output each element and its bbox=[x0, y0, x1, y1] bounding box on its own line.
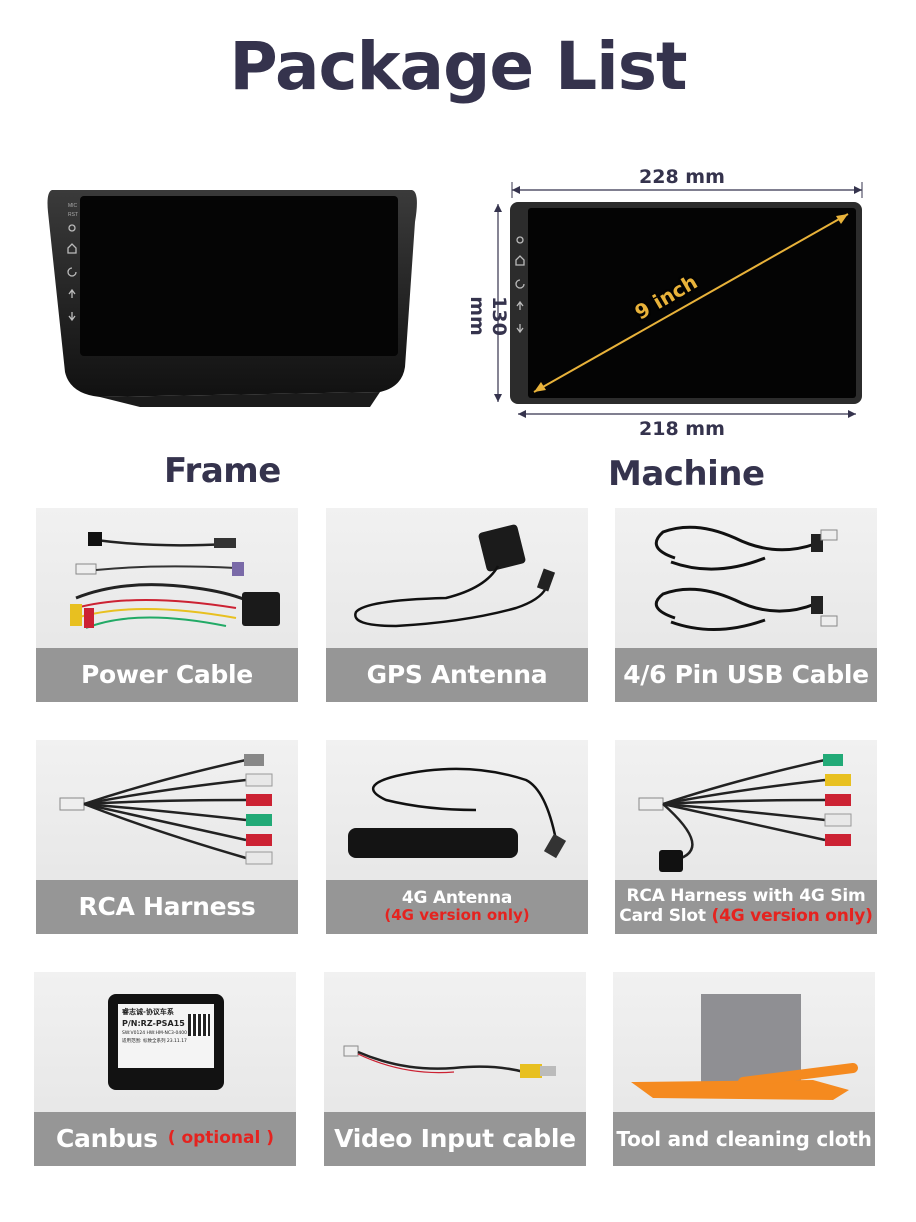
power-cable-label: Power Cable bbox=[81, 659, 253, 689]
gps-antenna-image bbox=[354, 524, 556, 628]
rca-harness-label-bar: RCA Harness bbox=[36, 880, 298, 934]
rca-harness-image bbox=[59, 754, 273, 865]
machine-illustration bbox=[494, 182, 863, 418]
canbus-label-bar: Canbus ( optional ) bbox=[34, 1112, 296, 1166]
tool-and-cloth-image bbox=[631, 994, 858, 1100]
svg-text:MIC: MIC bbox=[68, 203, 78, 209]
video-input-cable-label-bar: Video Input cable bbox=[324, 1112, 586, 1166]
4g-antenna-label: 4G Antenna bbox=[401, 888, 513, 909]
frame-illustration: MIC RST bbox=[47, 190, 417, 407]
usb-cable-image bbox=[654, 525, 838, 631]
canbus-sticker: 睿志诚-协议车系 P/N:RZ-PSA15 SW:V0124 HW:HM-NC3… bbox=[118, 1004, 214, 1068]
rca-harness-4g-label-line2: Card Slot bbox=[619, 906, 706, 926]
gps-antenna-label-bar: GPS Antenna bbox=[326, 648, 588, 702]
canbus-sticker-line3: SW:V0124 HW:HM-NC3-0400 bbox=[122, 1031, 187, 1036]
power-cable-label-bar: Power Cable bbox=[36, 648, 298, 702]
rca-harness-4g-image bbox=[638, 754, 852, 872]
dimension-width-top: 228 mm bbox=[639, 166, 725, 188]
canbus-sticker-line2: P/N:RZ-PSA15 bbox=[122, 1019, 185, 1028]
4g-antenna-note: (4G version only) bbox=[384, 906, 530, 925]
video-input-cable-image bbox=[343, 1045, 556, 1078]
item-4g-antenna: 4G Antenna (4G version only) bbox=[326, 740, 588, 934]
item-rca-harness-4g: RCA Harness with 4G Sim Card Slot (4G ve… bbox=[615, 740, 877, 934]
rca-harness-4g-note: (4G version only) bbox=[711, 906, 873, 926]
usb-cable-label: 4/6 Pin USB Cable bbox=[623, 659, 869, 689]
4g-antenna-label-bar: 4G Antenna (4G version only) bbox=[326, 880, 588, 934]
rca-harness-4g-label-bar: RCA Harness with 4G Sim Card Slot (4G ve… bbox=[615, 880, 877, 934]
canbus-module: 睿志诚-协议车系 P/N:RZ-PSA15 SW:V0124 HW:HM-NC3… bbox=[108, 994, 224, 1090]
item-tool-and-cloth: Tool and cleaning cloth bbox=[613, 972, 875, 1166]
item-gps-antenna: GPS Antenna bbox=[326, 508, 588, 702]
machine-image bbox=[470, 170, 870, 445]
4g-antenna-image bbox=[348, 767, 567, 859]
usb-cable-label-bar: 4/6 Pin USB Cable bbox=[615, 648, 877, 702]
machine-caption: Machine bbox=[608, 454, 765, 494]
canbus-note: ( optional ) bbox=[167, 1128, 275, 1149]
rca-harness-label: RCA Harness bbox=[78, 891, 256, 921]
canbus-sticker-line1: 睿志诚-协议车系 bbox=[122, 1008, 174, 1016]
page-title: Package List bbox=[229, 28, 687, 105]
canbus-sticker-line4: 适用范围: 标致全系列 23.11.17 bbox=[122, 1039, 187, 1044]
canbus-label: Canbus bbox=[55, 1123, 158, 1153]
qr-code bbox=[188, 1014, 210, 1036]
gps-antenna-label: GPS Antenna bbox=[366, 659, 548, 689]
item-video-input-cable: Video Input cable bbox=[324, 972, 586, 1166]
dimension-height: 130 mm bbox=[466, 296, 510, 336]
item-power-cable: Power Cable bbox=[36, 508, 298, 702]
frame-caption: Frame bbox=[164, 451, 281, 491]
power-cable-image bbox=[70, 532, 280, 629]
svg-text:RST: RST bbox=[68, 212, 78, 218]
video-input-cable-label: Video Input cable bbox=[334, 1123, 576, 1153]
item-usb-cable: 4/6 Pin USB Cable bbox=[615, 508, 877, 702]
tool-and-cloth-label-bar: Tool and cleaning cloth bbox=[613, 1112, 875, 1166]
frame-image: MIC RST bbox=[40, 182, 425, 417]
item-rca-harness: RCA Harness bbox=[36, 740, 298, 934]
item-canbus: 睿志诚-协议车系 P/N:RZ-PSA15 SW:V0124 HW:HM-NC3… bbox=[34, 972, 296, 1166]
dimension-width-bottom: 218 mm bbox=[639, 418, 725, 440]
tool-and-cloth-label: Tool and cleaning cloth bbox=[616, 1126, 872, 1151]
rca-harness-4g-label-line1: RCA Harness with 4G Sim bbox=[626, 886, 866, 907]
